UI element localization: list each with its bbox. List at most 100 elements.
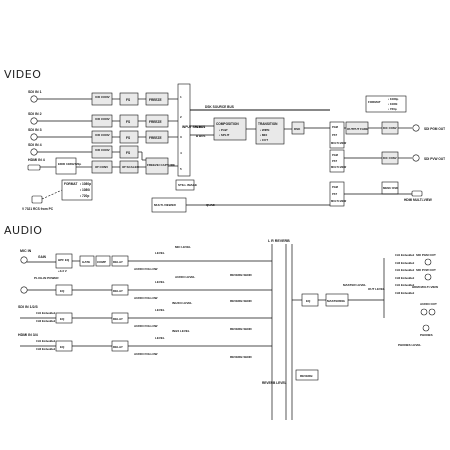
composition-option: • PinP: [219, 128, 228, 132]
level-label: LEVEL: [155, 251, 165, 255]
freeze-label: FREEZE: [149, 120, 162, 124]
out-level-label: OUT LEVEL: [368, 287, 385, 291]
video-input-label: SDI IN 4: [28, 143, 42, 147]
bus-label: L R REVERB: [268, 239, 290, 243]
bus-number: 2: [180, 115, 182, 119]
audio-output-label: SDI PGM OUT: [416, 253, 436, 257]
format-option: • 1080i: [388, 102, 398, 106]
bnc-connector-icon: [30, 117, 38, 125]
eq-label: EQ: [60, 345, 65, 349]
video-input-row-3: SDI IN 3 U/D CONV FS FREEZE: [28, 128, 178, 144]
audio-section: L R REVERB MIC IN GAIN HPF EQ PLUG-IN PO…: [18, 239, 438, 420]
video-output-label: HDMI MULTI-VIEW: [404, 198, 432, 202]
down-conv-label: D/C CONV: [383, 126, 397, 130]
transition-block: [255, 117, 285, 145]
reverb-label: REVERB: [300, 374, 313, 378]
embedded-label: CH1 Embedded: [36, 339, 56, 343]
audio-output-label: PHONES: [420, 333, 433, 337]
plugin-power-label: PLUG-IN POWER: [34, 276, 59, 280]
delay-label: DELAY: [113, 289, 123, 293]
mastering-label: MASTERING: [327, 299, 346, 303]
edid-label: EDID 1080i/720p: [58, 162, 81, 166]
scaler-label: I/P SCALER: [122, 165, 140, 169]
rca-connector-icon: [428, 308, 436, 316]
bnc-connector-icon: [30, 95, 38, 103]
channel-level-label: MIC LEVEL: [175, 245, 191, 249]
bus-number: 5: [180, 167, 182, 171]
fs-label: FS: [126, 120, 130, 124]
embedded-label: CH2 Embedded: [395, 261, 415, 265]
b-bus-label: B BUS: [196, 134, 205, 138]
audio-sdi-row: SDI IN 1/2/3 CH1 Embedded CH2 Embedded E…: [18, 301, 272, 331]
hdmi-connector-icon: [27, 164, 41, 171]
audio-output-label: HDMI MULTI-VIEW: [412, 285, 438, 289]
bnc-connector-icon: [30, 133, 38, 141]
master-eq-label: EQ: [306, 299, 311, 303]
embedded-label: CH1 Embedded: [36, 311, 56, 315]
reverb-send-label: REVERB SEND: [230, 327, 253, 331]
transition-option: • MIX: [260, 133, 267, 137]
video-input-row-2: SDI IN 2 U/D CONV FS FREEZE: [28, 112, 178, 128]
output-switch-1: [329, 121, 345, 149]
video-input-row-1: SDI IN 1 U/D CONV FS FREEZE: [28, 90, 178, 106]
up-conv-label: U/D CONV: [95, 95, 110, 99]
video-input-row-4: SDI IN 4 U/D CONV FS: [28, 143, 139, 159]
format-option: • 1080i: [80, 188, 90, 192]
audio-line-row: EQ DELAY AUDIO FOLLOW LEVEL AUDIO LEVEL …: [20, 275, 272, 303]
a-bus-label: A BUS: [196, 125, 205, 129]
video-section-heading: VIDEO: [4, 68, 42, 81]
hpf-eq-label: HPF EQ: [58, 258, 70, 262]
level-label: LEVEL: [155, 308, 165, 312]
delay-label: DELAY: [113, 345, 123, 349]
video-input-label: SDI IN 2: [28, 112, 42, 116]
up-conv-label: U/D CONV: [95, 133, 110, 137]
phones-jack-icon: [422, 324, 430, 332]
embedded-label: CH2 Embedded: [395, 291, 415, 295]
freeze-capture-label: FREEZE/ CAPTURE: [147, 163, 175, 167]
input-select-label: INPUT SELECT: [182, 125, 205, 129]
level-label: LEVEL: [155, 336, 165, 340]
reverb-block: [295, 369, 319, 381]
audio-input-label: HDMI IN 3/4: [18, 333, 38, 337]
video-input-label: SDI IN 3: [28, 128, 42, 132]
menu-osd-label: MENU OSD: [383, 186, 398, 190]
bnc-connector-icon: [424, 273, 432, 281]
format-option: • 720p: [388, 107, 397, 111]
output-select-label: PST: [332, 159, 337, 163]
hdmi-connector-icon: [411, 190, 423, 197]
audio-follow-label: AUDIO FOLLOW: [134, 324, 158, 328]
still-image-label: STILL IMAGE: [178, 183, 197, 187]
composition-option: • SPLIT: [219, 133, 230, 137]
fs-label: FS: [126, 151, 130, 155]
level-label: LEVEL: [155, 280, 165, 284]
bnc-connector-icon: [412, 154, 420, 162]
output-select-label: PGM: [332, 125, 338, 129]
audio-output-label: SDI PVW OUT: [416, 268, 436, 272]
output-fade-label: OUTPUT FADE: [347, 127, 368, 131]
video-input-label: SDI IN 1: [28, 90, 42, 94]
audio-input-label: SDI IN 1/2/3: [18, 305, 38, 309]
multi-viewer-label: MULTI-VIEWER: [154, 203, 177, 207]
xlr-connector-icon: [20, 256, 28, 264]
embedded-label: CH2 Embedded: [36, 319, 56, 323]
gate-label: GATE: [82, 260, 90, 264]
embedded-label: CH1 Embedded: [395, 253, 415, 257]
up-conv-label: U/D CONV: [95, 148, 110, 152]
delay-label: DELAY: [113, 260, 123, 264]
comp-label: COMP: [97, 260, 106, 264]
bus-number: 3: [180, 135, 182, 139]
reverb-level-label: REVERB LEVEL: [262, 381, 286, 385]
output-select-label: MULTI-VIEW: [331, 141, 347, 145]
output-select-label: PGM: [332, 185, 338, 189]
freeze-label: FREEZE: [149, 98, 162, 102]
video-output-label: SDI PGM OUT: [424, 127, 445, 131]
transition-label: TRANSITION: [258, 122, 278, 126]
still-image-block: [175, 179, 195, 191]
composition-label: COMPOSITION: [216, 122, 239, 126]
freeze-label: FREEZE: [149, 136, 162, 140]
video-output-label: SDI PVW OUT: [424, 157, 445, 161]
edid-block: [55, 157, 77, 175]
input-select-block: [177, 83, 191, 177]
eq-label: EQ: [60, 317, 65, 321]
